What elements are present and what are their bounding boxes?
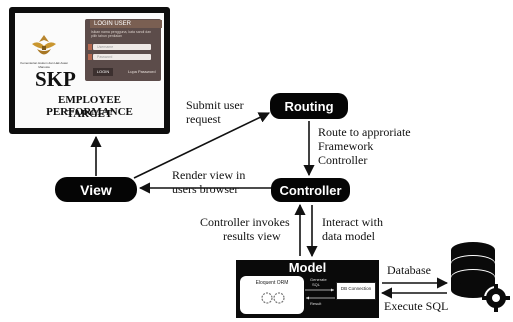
- result-label: Result: [310, 301, 322, 306]
- monitor: Kementerian Hukum dan Hak Asasi Manusia …: [9, 7, 170, 134]
- orm-db-arrows: [305, 288, 335, 300]
- view-node: View: [55, 177, 137, 202]
- route-label-line2: Framework: [318, 139, 374, 153]
- login-subtitle: Isikan nama pengguna, kata sandi dan pil…: [91, 30, 152, 38]
- generate-label: Generate: [310, 277, 327, 282]
- app-abbrev: SKP: [35, 67, 76, 91]
- gears-icon: [261, 292, 285, 304]
- username-placeholder: Username: [97, 45, 114, 49]
- submit-label-line2: request: [186, 112, 221, 126]
- invokes-label-line1: Controller invokes: [200, 215, 290, 229]
- db-connection-box: DB Connection: [336, 282, 376, 300]
- submit-request-arrow: [133, 112, 271, 179]
- sql-label: SQL: [312, 282, 321, 287]
- login-title: LOGIN USER: [90, 20, 162, 28]
- password-placeholder: Password: [97, 55, 113, 59]
- lock-icon: [88, 54, 92, 60]
- invokes-label-line2: results view: [223, 229, 281, 243]
- agency-text: Kementerian Hukum dan Hak Asasi Manusia: [20, 61, 68, 69]
- routing-label: Routing: [284, 98, 334, 114]
- login-button[interactable]: LOGIN: [93, 68, 113, 76]
- gear-icon: [482, 284, 510, 312]
- model-node: Model Eloquent ORM Generate SQL Result D…: [236, 260, 379, 318]
- execute-sql-label: Execute SQL: [384, 299, 449, 313]
- interact-label-line1: Interact with: [322, 215, 383, 229]
- database-label: Database: [387, 263, 431, 277]
- app-title-line1: EMPLOYEE PERFORMANCE: [46, 94, 133, 118]
- app-title-line2: TARGET: [66, 108, 113, 120]
- login-panel: LOGIN USER Isikan nama pengguna, kata sa…: [85, 19, 162, 81]
- monitor-screen: Kementerian Hukum dan Hak Asasi Manusia …: [15, 13, 164, 128]
- route-label-line1: Route to approriate: [318, 125, 411, 139]
- user-icon: [88, 44, 92, 50]
- emblem-icon: [32, 35, 56, 55]
- submit-label-line1: Submit user: [186, 98, 244, 112]
- model-label: Model: [288, 260, 327, 275]
- forgot-password-link[interactable]: Lupa Password: [128, 69, 156, 74]
- routing-node: Routing: [270, 93, 348, 119]
- controller-node: Controller: [271, 178, 350, 202]
- database-icon: [451, 242, 510, 312]
- username-field[interactable]: Username: [88, 44, 151, 50]
- render-label-line2: users browser: [172, 182, 239, 196]
- route-label-line3: Controller: [318, 153, 368, 167]
- view-label: View: [80, 181, 112, 198]
- interact-label-line2: data model: [322, 229, 375, 243]
- render-label-line1: Render view in: [172, 168, 246, 182]
- controller-label: Controller: [279, 182, 342, 198]
- eloquent-orm-box: Eloquent ORM: [240, 276, 304, 314]
- db-connection-label: DB Connection: [340, 286, 372, 291]
- orm-label: Eloquent ORM: [255, 280, 289, 286]
- password-field[interactable]: Password: [88, 54, 151, 60]
